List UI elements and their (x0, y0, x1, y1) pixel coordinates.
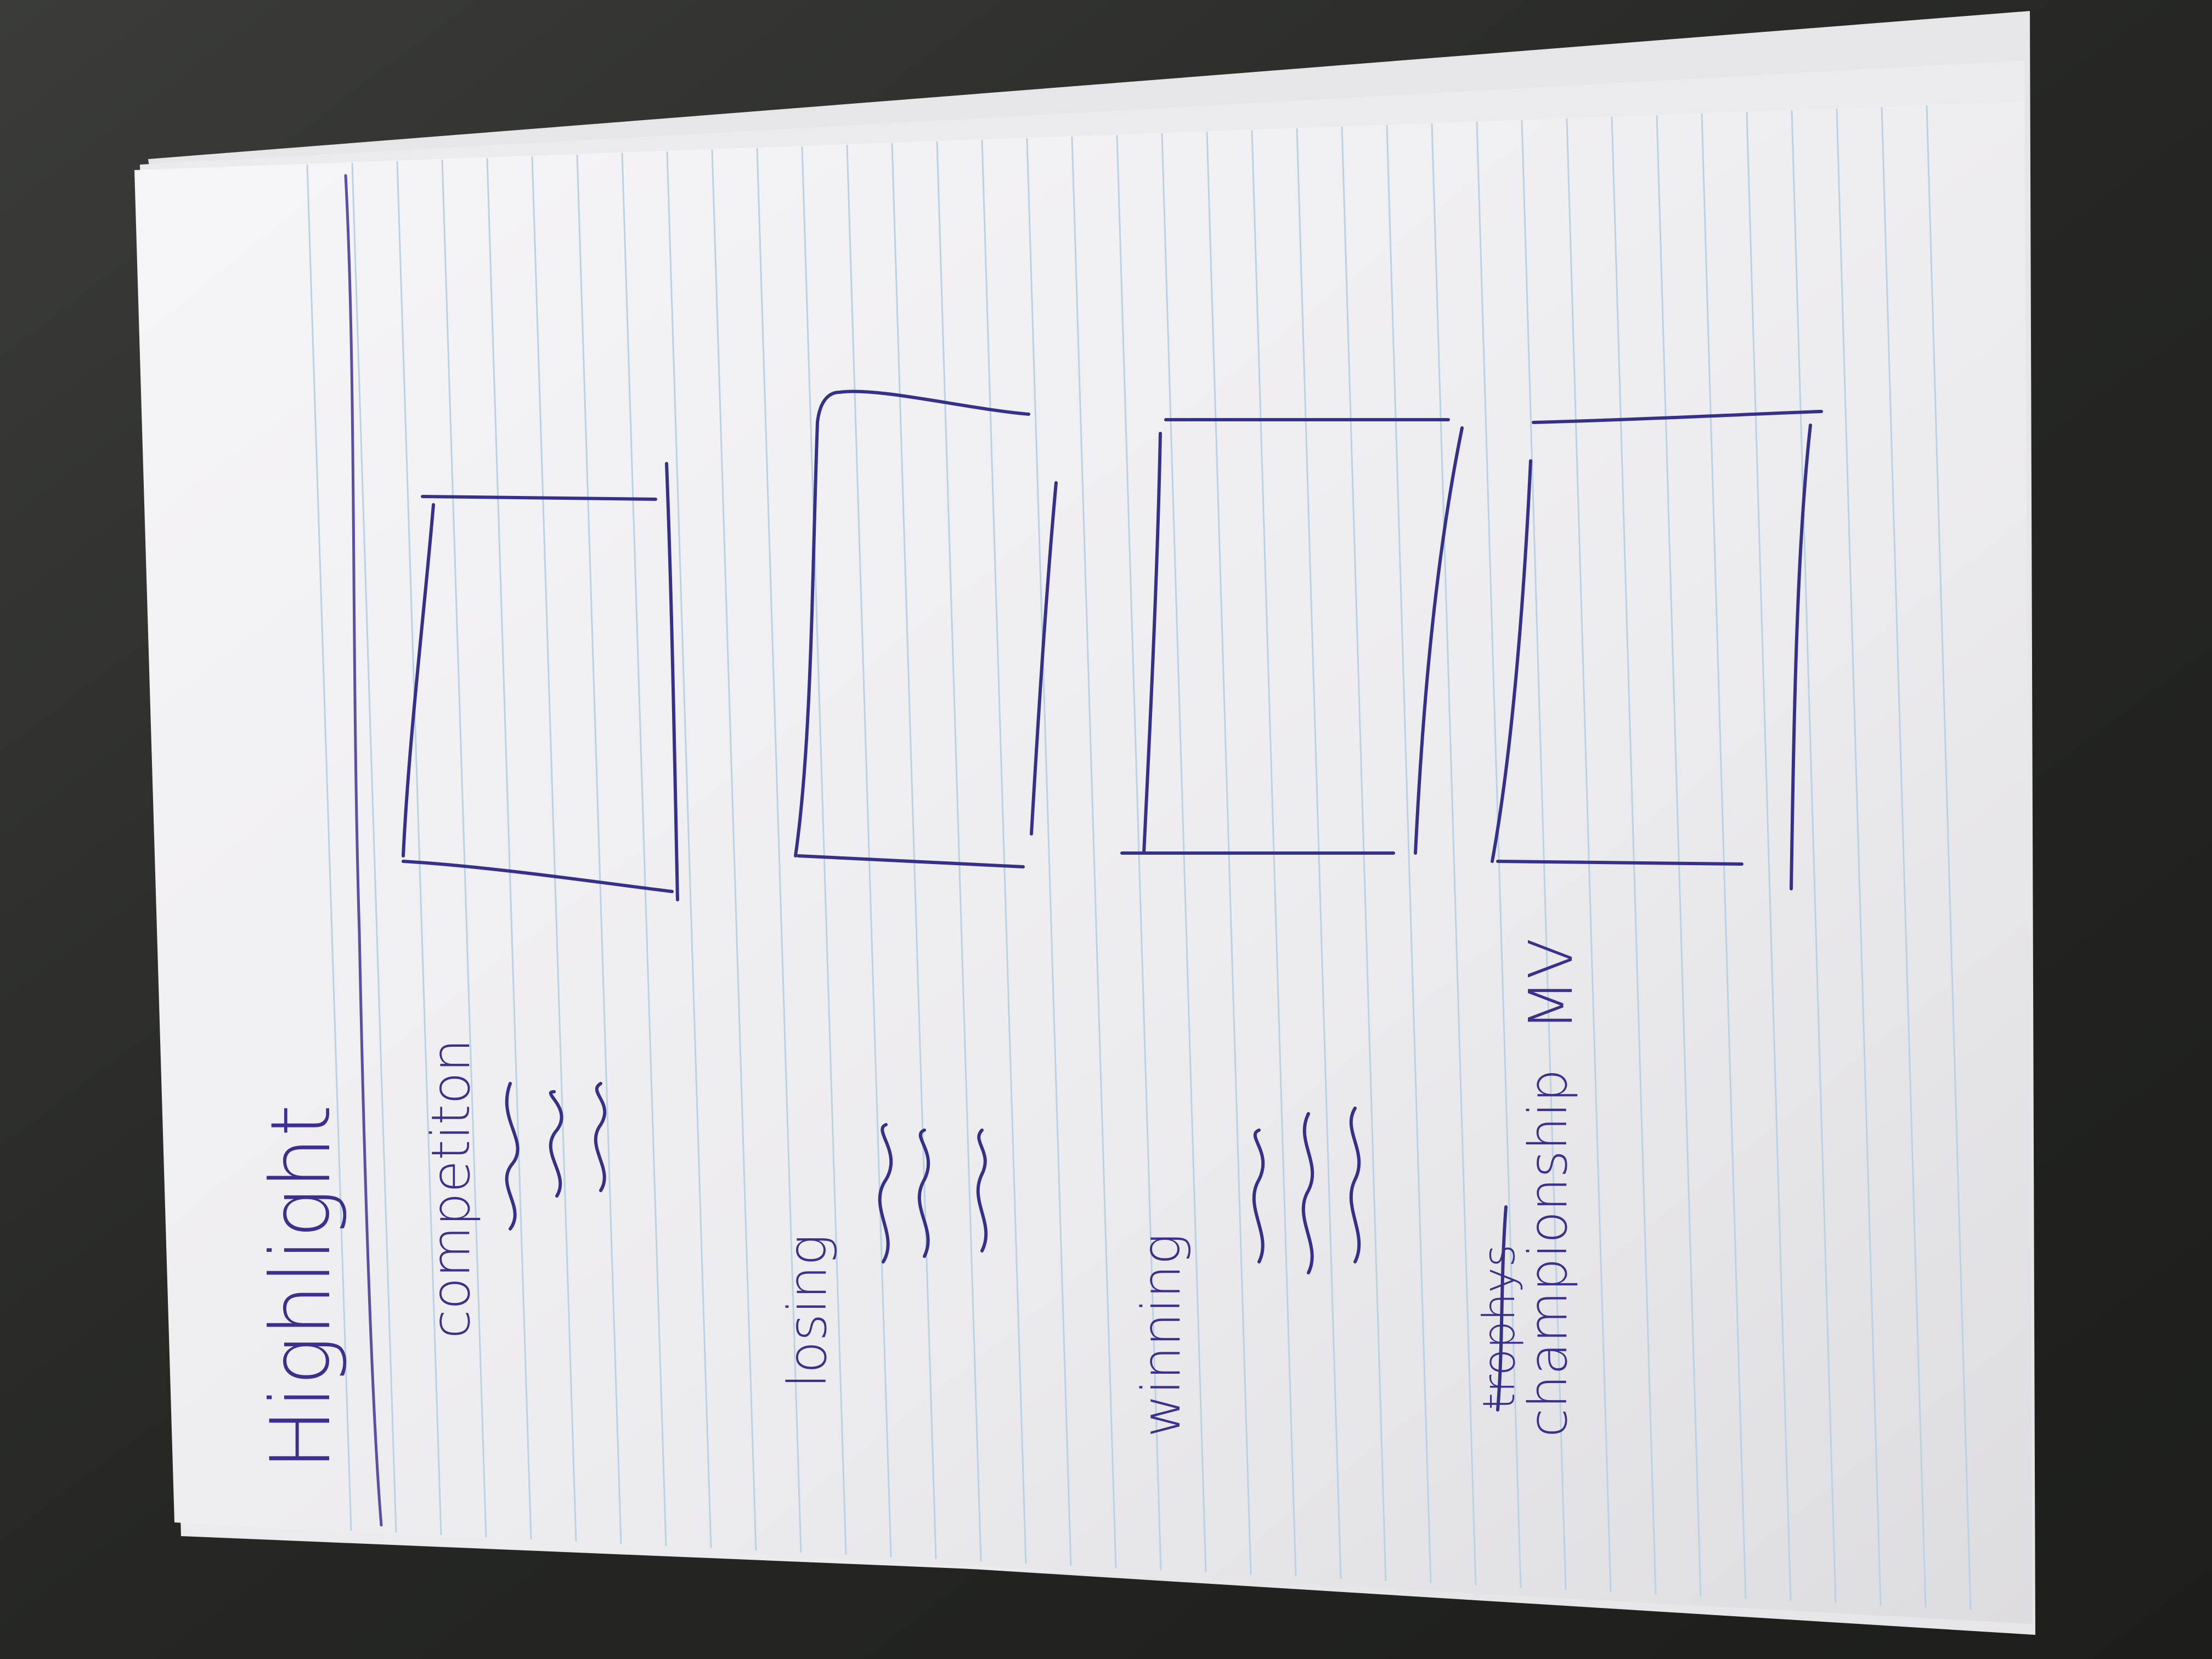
ruled-line (486, 157, 532, 1540)
ruled-line (1701, 113, 1747, 1599)
ruled-lines (306, 105, 1972, 1610)
section-winning: winning (1120, 418, 1464, 1437)
ruled-line (711, 149, 757, 1551)
placeholder-text-lines (505, 1082, 607, 1231)
ruled-line (1611, 116, 1657, 1595)
section-label: winning (1131, 1233, 1192, 1437)
section-label: losing (777, 1234, 838, 1388)
ruled-line (846, 144, 892, 1558)
wireframe-sketch: Highlight competiton losing winning (253, 390, 1823, 1470)
ruled-line (351, 162, 397, 1533)
section-competition: competiton (402, 462, 679, 1339)
image-placeholder-box (794, 390, 1058, 868)
notebook-page (134, 101, 2033, 1624)
ruled-line (441, 159, 487, 1538)
placeholder-text-lines (878, 1123, 988, 1263)
ruled-line (1881, 106, 1927, 1608)
ruled-line (621, 153, 667, 1547)
image-placeholder-box (1491, 410, 1823, 890)
ruled-line (981, 139, 1027, 1564)
ruled-line (1026, 138, 1072, 1566)
image-placeholder-box (402, 462, 679, 901)
extra-label: MV (1516, 938, 1586, 1031)
ruled-line (1656, 115, 1702, 1597)
section-losing: losing (777, 390, 1058, 1388)
ruled-line (1521, 120, 1567, 1590)
ruled-line (936, 141, 982, 1562)
placeholder-text-lines (1252, 1107, 1361, 1274)
ruled-line (801, 146, 847, 1555)
sketch-title: Highlight (253, 1104, 349, 1470)
section-championship: trophys championship MV (1474, 410, 1823, 1437)
ruled-line (531, 156, 577, 1542)
ruled-line (306, 164, 352, 1531)
ruled-line (1476, 121, 1522, 1588)
ruled-line (666, 151, 712, 1549)
ruled-line (1566, 118, 1612, 1593)
ruled-line (576, 154, 622, 1544)
ruled-line (1386, 125, 1432, 1584)
ruled-line (1071, 136, 1117, 1568)
section-label: championship (1517, 1069, 1579, 1437)
ruled-line (891, 143, 937, 1560)
ruled-line (1836, 108, 1882, 1606)
paper-sheet-top (134, 101, 2033, 1624)
ruled-line (1791, 110, 1837, 1604)
ruled-line (756, 148, 802, 1553)
strikethrough-line (1496, 1205, 1508, 1412)
section-label: competiton (420, 1039, 482, 1339)
ruled-line (396, 161, 442, 1536)
image-placeholder-box (1120, 418, 1464, 855)
ruled-line (1926, 105, 1972, 1610)
ruled-line (1431, 123, 1477, 1586)
margin-line (344, 174, 383, 1527)
ruled-line (1746, 111, 1792, 1601)
